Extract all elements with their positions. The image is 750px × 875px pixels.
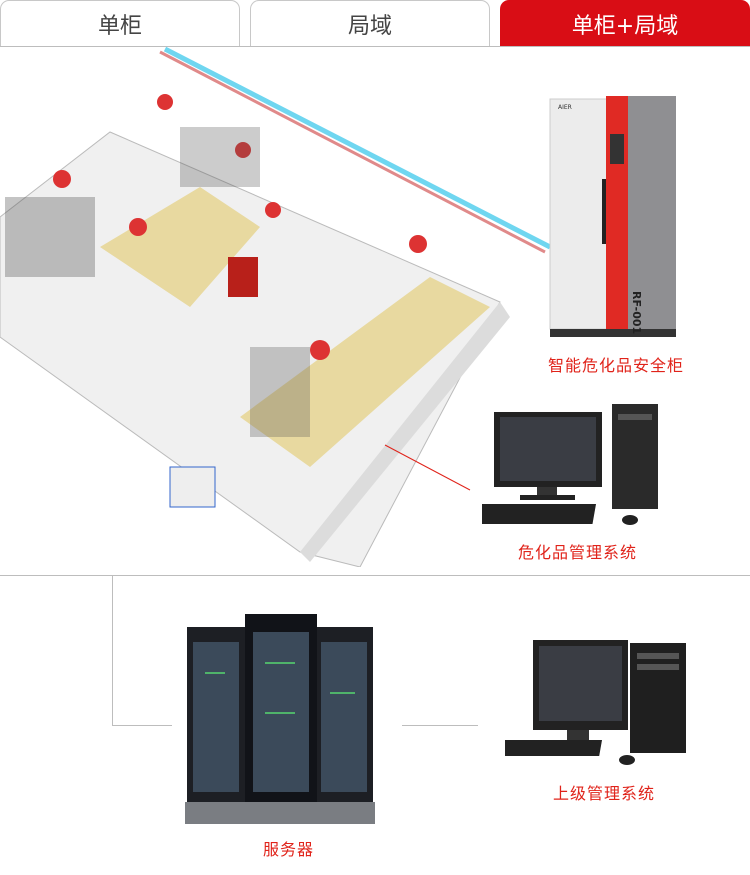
tab-cabinet-plus-local[interactable]: 单柜+局域 [500,0,750,46]
connector-line-vertical [112,575,113,725]
connector-line-to-server [112,725,172,726]
upper-computer-image [505,640,686,765]
lab-floorplan-illustration [0,47,552,567]
tab-local-area[interactable]: 局域 [250,0,490,46]
section-divider [0,575,750,576]
svg-text:RF-001: RF-001 [630,291,643,334]
management-system-caption: 危化品管理系统 [518,543,638,562]
server-caption: 服务器 [263,840,315,859]
connector-line-red [384,444,471,491]
connector-line-to-upper [402,725,478,726]
upper-system-caption: 上级管理系统 [553,784,656,803]
management-computer-image [482,404,658,525]
tab-single-cabinet[interactable]: 单柜 [0,0,240,46]
server-racks-image [185,614,375,824]
svg-text:AIER: AIER [558,104,572,111]
tab-divider [0,46,750,47]
cabinet-caption: 智能危化品安全柜 [548,356,685,375]
safety-cabinet-image: AIER RF-001 [549,96,676,337]
